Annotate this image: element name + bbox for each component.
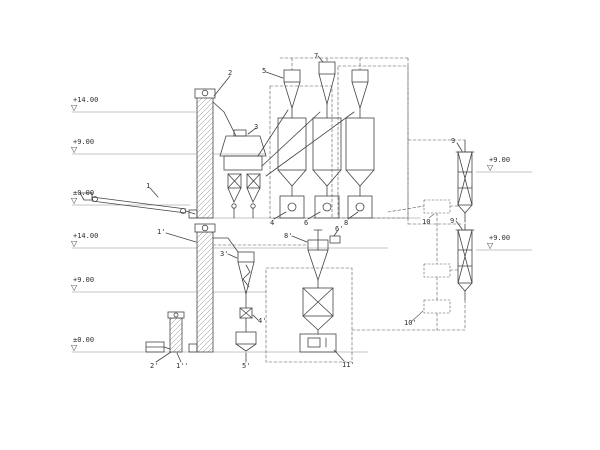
intake-1-double-prime <box>145 341 182 363</box>
filter-6-prime <box>329 229 341 244</box>
bin-4 <box>273 117 307 220</box>
bin-6 <box>307 117 342 220</box>
cooler-9 <box>455 139 475 223</box>
packer-11-prime <box>299 333 345 362</box>
elevation-lines <box>71 111 533 353</box>
airlock-4-prime <box>239 307 259 333</box>
bin-8 <box>345 117 375 220</box>
cyclone-right <box>351 69 369 119</box>
control-box-mid <box>423 263 451 278</box>
dashed-connectors-right <box>351 205 466 331</box>
belt-conveyor-1 <box>79 187 196 215</box>
bin-6-prime <box>302 287 334 335</box>
cyclone-3-prime <box>227 251 255 309</box>
cyclone-7 <box>317 55 336 119</box>
bucket-elevator-1-prime <box>165 223 239 353</box>
bucket-elevator-2 <box>188 75 237 219</box>
bin-5-prime <box>235 331 257 363</box>
cooler-9-prime <box>455 220 475 301</box>
cyclone-8-prime <box>291 229 329 289</box>
sieve-3 <box>219 127 267 219</box>
cyclone-5 <box>265 69 301 119</box>
dust-manifold <box>279 57 466 225</box>
label-leaders-right <box>411 213 435 322</box>
dashed-enclosures <box>265 65 409 363</box>
elevator-2-prime <box>155 311 185 363</box>
control-box-10-prime <box>423 299 451 314</box>
control-box-10 <box>423 199 451 214</box>
